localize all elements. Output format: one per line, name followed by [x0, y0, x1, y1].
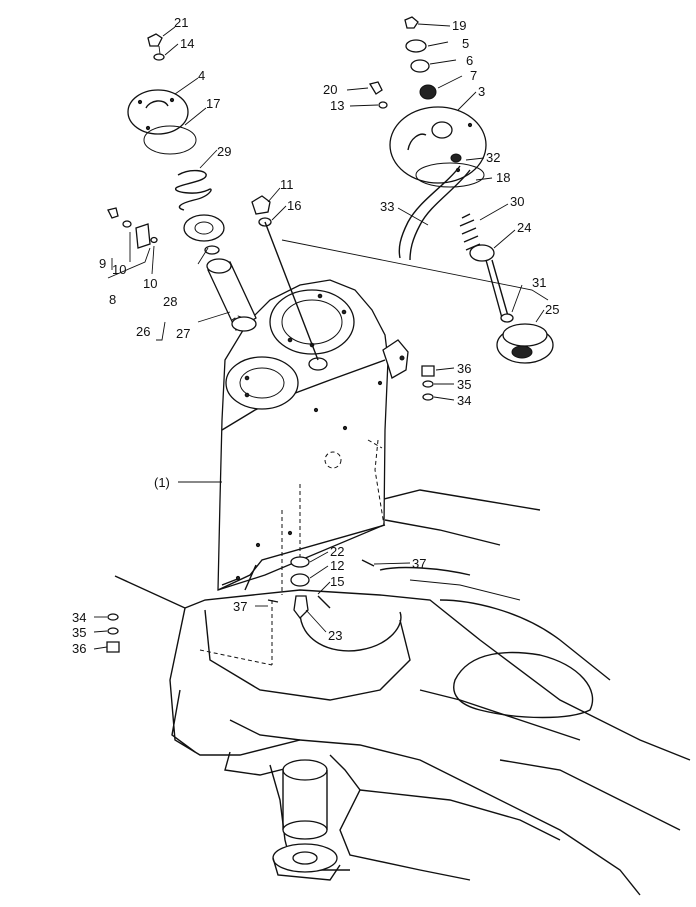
- label-p16: 16: [287, 198, 301, 213]
- label-p34b: 34: [72, 610, 86, 625]
- label-p1: (1): [154, 475, 170, 490]
- drain-parts: [267, 556, 375, 619]
- left-assembly: [107, 33, 257, 332]
- label-p36b: 36: [72, 641, 86, 656]
- label-p26: 26: [136, 324, 150, 339]
- label-p29: 29: [217, 144, 231, 159]
- label-p37b: 37: [233, 599, 247, 614]
- label-p12: 12: [330, 558, 344, 573]
- label-p27: 27: [176, 326, 190, 341]
- right-assembly: [368, 16, 554, 364]
- pivot-boss: [272, 759, 341, 881]
- lower-frame: [114, 489, 691, 896]
- label-p24: 24: [517, 220, 531, 235]
- label-p8: 8: [109, 292, 116, 307]
- label-p20: 20: [323, 82, 337, 97]
- label-p15: 15: [330, 574, 344, 589]
- label-p9: 9: [99, 256, 106, 271]
- center-bolt: [251, 195, 319, 361]
- label-p35a: 35: [457, 377, 471, 392]
- label-p10a: 10: [112, 262, 126, 277]
- label-p14: 14: [180, 36, 194, 51]
- label-p21: 21: [174, 15, 188, 30]
- label-p11: 11: [280, 177, 294, 192]
- main-housing: [199, 279, 409, 666]
- label-p32: 32: [486, 150, 500, 165]
- label-p10b: 10: [143, 276, 157, 291]
- label-p36a: 36: [457, 361, 471, 376]
- loose-bolts-left: [106, 613, 120, 653]
- label-p33: 33: [380, 199, 394, 214]
- label-p18: 18: [496, 170, 510, 185]
- label-p30: 30: [510, 194, 524, 209]
- label-p31: 31: [532, 275, 546, 290]
- label-p6: 6: [466, 53, 473, 68]
- label-p34a: 34: [457, 393, 471, 408]
- label-p3: 3: [478, 84, 485, 99]
- label-p28: 28: [163, 294, 177, 309]
- leader-lines: [93, 23, 549, 650]
- label-p17: 17: [206, 96, 220, 111]
- label-p19: 19: [452, 18, 466, 33]
- label-p13: 13: [330, 98, 344, 113]
- label-p35b: 35: [72, 625, 86, 640]
- label-p4: 4: [198, 68, 205, 83]
- label-p22: 22: [330, 544, 344, 559]
- label-p25: 25: [545, 302, 559, 317]
- label-p37a: 37: [412, 556, 426, 571]
- label-p7: 7: [470, 68, 477, 83]
- part-labels: 21 14 4 17 29 28 27 26 9 10 10 8 11 16 1…: [72, 15, 559, 656]
- loose-bolts-right: [421, 365, 435, 401]
- label-p23: 23: [328, 628, 342, 643]
- label-p5: 5: [462, 36, 469, 51]
